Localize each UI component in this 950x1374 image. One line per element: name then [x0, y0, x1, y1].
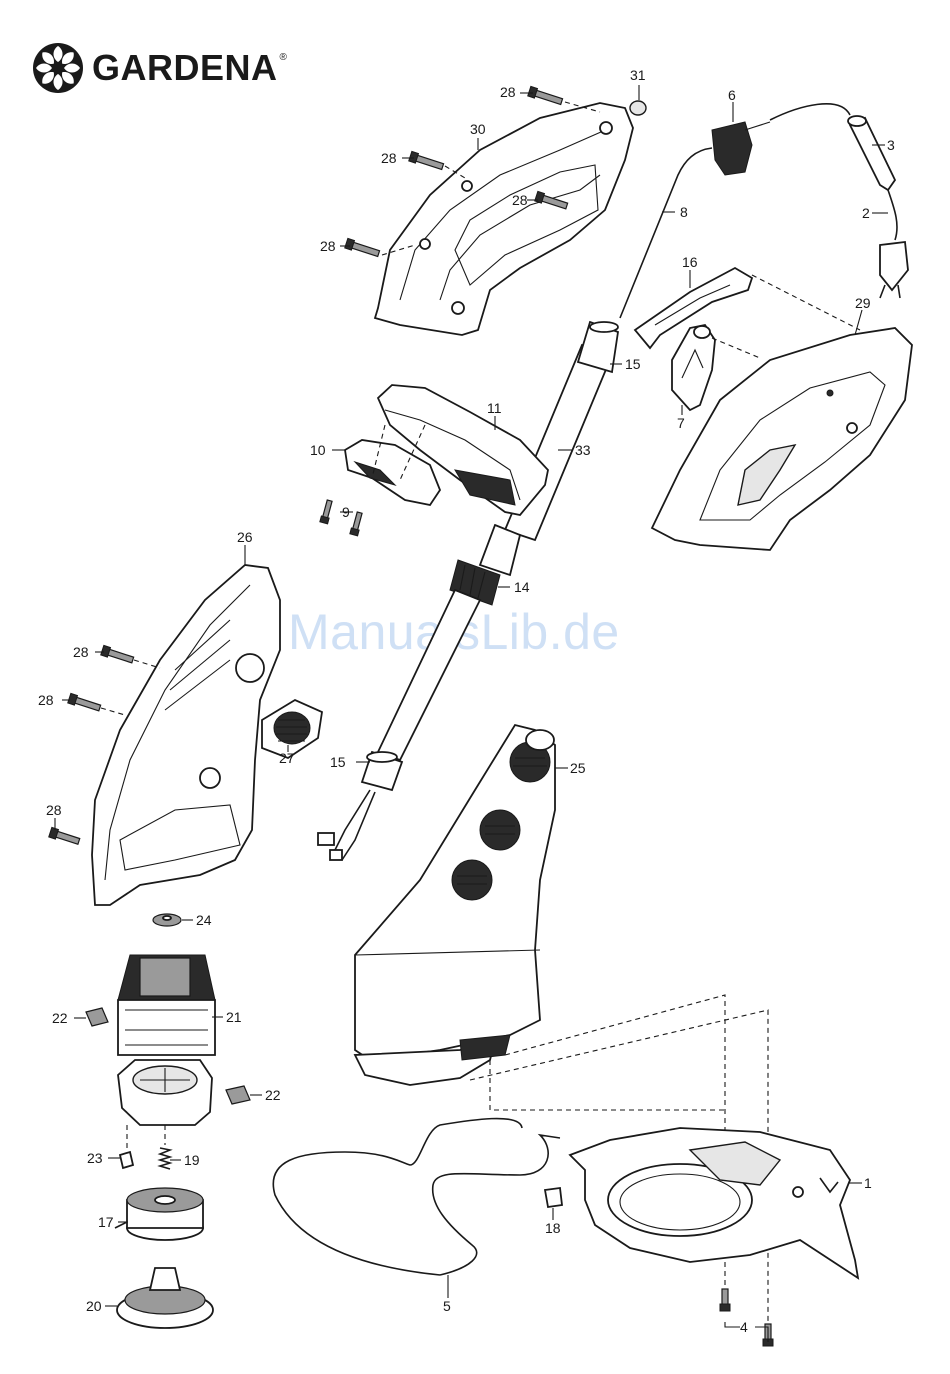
label-28-b: 28 [381, 150, 397, 166]
label-14: 14 [514, 579, 530, 595]
label-23: 23 [87, 1150, 103, 1166]
label-11: 11 [487, 400, 502, 416]
part-19-spring [160, 1148, 170, 1169]
part-17-spool [115, 1188, 203, 1240]
part-2-plug [880, 190, 908, 298]
label-33: 33 [575, 442, 591, 458]
label-28-d: 28 [320, 238, 336, 254]
label-21: 21 [226, 1009, 242, 1025]
label-28-a: 28 [500, 84, 516, 100]
part-21-motor [118, 955, 215, 1055]
label-6: 6 [728, 87, 736, 103]
part-3-cable-guard [770, 104, 895, 190]
part-31-cap [630, 101, 646, 115]
label-7: 7 [677, 415, 685, 431]
label-22-b: 22 [265, 1087, 281, 1103]
label-15-b: 15 [330, 754, 346, 770]
part-15-lower-tube [318, 590, 480, 860]
label-24: 24 [196, 912, 212, 928]
part-26-motor-housing-half [92, 565, 280, 905]
label-16: 16 [682, 254, 698, 270]
label-3: 3 [887, 137, 895, 153]
label-8: 8 [680, 204, 688, 220]
label-9: 9 [342, 504, 350, 520]
part-4-screws [720, 1289, 773, 1346]
part-24-washer [153, 914, 181, 926]
label-17: 17 [98, 1214, 114, 1230]
label-22-a: 22 [52, 1010, 68, 1026]
part-7-bracket [672, 325, 715, 410]
label-28-g: 28 [46, 802, 62, 818]
label-1: 1 [864, 1175, 872, 1191]
label-2: 2 [862, 205, 870, 221]
part-18-clip [545, 1188, 562, 1207]
part-30-handle-half [375, 103, 633, 335]
part-motor-base [118, 1060, 212, 1125]
label-26: 26 [237, 529, 253, 545]
part-23-clip [120, 1152, 133, 1168]
part-5-wire-guard [273, 1119, 560, 1275]
label-28-f: 28 [38, 692, 54, 708]
label-28-c: 28 [512, 192, 528, 208]
part-6-switch [712, 122, 770, 175]
label-29: 29 [855, 295, 871, 311]
label-5: 5 [443, 1298, 451, 1314]
label-10: 10 [310, 442, 326, 458]
label-27: 27 [279, 750, 295, 766]
part-1-cutter-guard [570, 1128, 858, 1278]
label-18: 18 [545, 1220, 561, 1236]
label-31: 31 [630, 67, 646, 83]
label-30: 30 [470, 121, 486, 137]
label-25: 25 [570, 760, 586, 776]
label-4: 4 [740, 1319, 748, 1335]
label-19: 19 [184, 1152, 200, 1168]
label-15-a: 15 [625, 356, 641, 372]
label-28-e: 28 [73, 644, 89, 660]
label-20: 20 [86, 1298, 102, 1314]
part-20-cap [117, 1268, 213, 1328]
